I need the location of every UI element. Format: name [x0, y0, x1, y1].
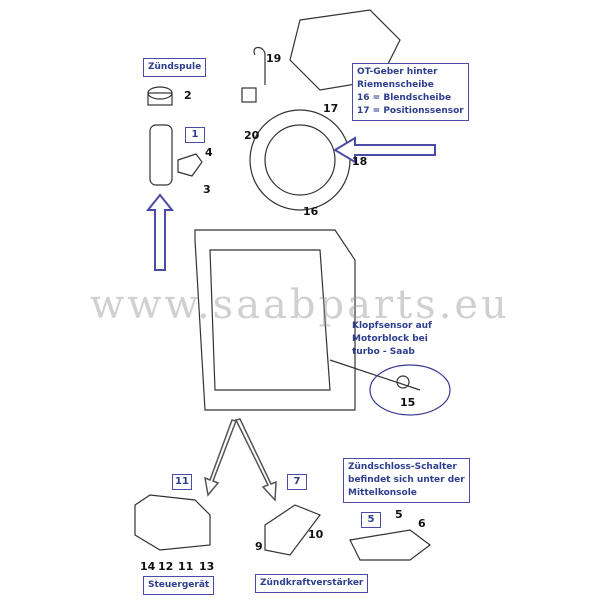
label-zuendspule: Zündspule: [143, 58, 207, 77]
zs-line-1: Zündschloss-Schalter: [348, 462, 457, 472]
part-3: 3: [203, 183, 211, 196]
part-15: 15: [400, 396, 416, 409]
label-steuergeraet: Steuergerät: [143, 576, 215, 595]
label-klopfsensor: Klopfsensor auf Motorblock bei turbo - S…: [352, 320, 432, 359]
part-19: 19: [266, 52, 282, 65]
ot-line-1: OT-Geber hinter: [357, 67, 438, 77]
part-9: 9: [255, 540, 263, 553]
ignition-coil: [149, 124, 173, 186]
boxed-number-7: 7: [287, 474, 307, 490]
part-2: 2: [184, 89, 192, 102]
ot-line-4: 17 = Positionssensor: [357, 106, 464, 116]
part-11: 11: [178, 560, 194, 573]
part-20: 20: [244, 129, 260, 142]
part-4: 4: [205, 146, 213, 159]
part-13: 13: [199, 560, 215, 573]
zs-line-2: befindet sich unter der: [348, 475, 465, 485]
arrow-down-right: [234, 418, 277, 502]
boxed-number-5: 5: [361, 512, 381, 528]
boxed-number-11: 11: [172, 474, 192, 490]
part-16: 16: [303, 205, 319, 218]
boxed-number-1: 1: [185, 127, 205, 143]
part-12: 12: [158, 560, 174, 573]
ot-line-2: Riemenscheibe: [357, 80, 434, 90]
arrow-up: [145, 193, 175, 271]
ot-line-3: 16 = Blendscheibe: [357, 93, 452, 103]
ignition-switch-sketch: [349, 529, 431, 561]
klopf-line-3: turbo - Saab: [352, 347, 415, 357]
label-ot-geber: OT-Geber hinter Riemenscheibe 16 = Blend…: [352, 63, 469, 121]
part-6: 6: [418, 517, 426, 530]
klopf-line-2: Motorblock bei: [352, 334, 428, 344]
klopf-line-1: Klopfsensor auf: [352, 321, 432, 331]
part-5: 5: [395, 508, 403, 521]
label-zuendschloss: Zündschloss-Schalter befindet sich unter…: [343, 458, 470, 503]
amplifier-sketch: [264, 504, 321, 556]
part-17: 17: [323, 102, 339, 115]
part-18: 18: [352, 155, 368, 168]
car-front-sketch: [194, 229, 356, 411]
arrow-down-left: [204, 419, 238, 497]
ecu-sketch: [134, 494, 211, 551]
zs-line-3: Mittelkonsole: [348, 488, 417, 498]
label-zuendkraftverstaerker: Zündkraftverstärker: [255, 574, 369, 593]
watermark: www.saabparts.eu: [90, 282, 510, 328]
part-10: 10: [308, 528, 324, 541]
arrow-left: [333, 136, 436, 164]
part-14: 14: [140, 560, 156, 573]
